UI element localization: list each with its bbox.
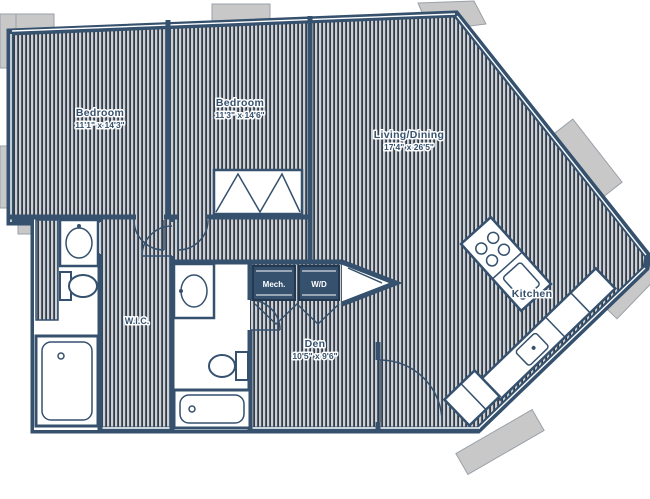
entry-door-arc [379, 359, 443, 423]
toilet-bowl [208, 354, 236, 378]
bathtub-inner [179, 394, 245, 424]
den-label: Den [305, 338, 326, 350]
mech-closet [252, 265, 296, 301]
faucet [531, 345, 536, 350]
kitchen-fixtures [442, 215, 618, 428]
door-swings [67, 219, 443, 423]
refrigerator [442, 368, 502, 428]
bathtub [34, 334, 100, 428]
counter-sink [515, 332, 549, 366]
bifold-closet [212, 168, 304, 216]
faucet [77, 224, 81, 228]
burner [486, 231, 500, 245]
bedroom1-label: Bedroom [76, 107, 124, 119]
niche-door-line [347, 267, 383, 284]
island-sink [502, 262, 540, 300]
linen-closet [35, 219, 59, 321]
wic-label: W.I.C. [125, 316, 150, 326]
washer-dryer [298, 265, 340, 301]
wall-niche-point [341, 259, 403, 307]
burner [485, 254, 499, 267]
window-bay [455, 408, 545, 476]
bedroom1-dims: 11'1" x 14'3" [75, 120, 124, 130]
utility-closets [252, 265, 340, 326]
bifold-door-lines [215, 172, 301, 214]
burner [497, 243, 511, 256]
bathtub-inner [41, 341, 93, 421]
interior-walls [10, 16, 381, 430]
living-dining-label: Living/Dining [374, 129, 444, 141]
drain [57, 352, 65, 360]
room-labels: Bedroom 11'1" x 14'3" Bedroom 11'3" x 14… [74, 96, 554, 363]
bath2-fixtures [172, 262, 252, 430]
kitchen-label: Kitchen [512, 288, 553, 300]
kitchen-island [459, 215, 553, 313]
bedroom2-dims: 11'3" x 14'6" [215, 110, 264, 120]
bedroom2-label: Bedroom [216, 97, 264, 109]
drain [188, 405, 196, 413]
mech-label: Mech. [263, 280, 286, 289]
toilet-tank [235, 351, 249, 381]
door-arc [141, 225, 173, 257]
faucet [179, 289, 183, 293]
bath1-fixtures [34, 218, 100, 428]
burner [475, 242, 488, 255]
door-arc [177, 219, 209, 251]
living-dining-dims: 17'4" x 26'5" [384, 142, 434, 152]
bathtub [172, 388, 252, 430]
closet-bifold-doors [254, 302, 340, 326]
den-dims: 10'5" x 9'6" [292, 351, 337, 361]
wd-label: W/D [311, 280, 327, 289]
door-arc [133, 219, 165, 251]
toilet-bowl [68, 274, 98, 298]
